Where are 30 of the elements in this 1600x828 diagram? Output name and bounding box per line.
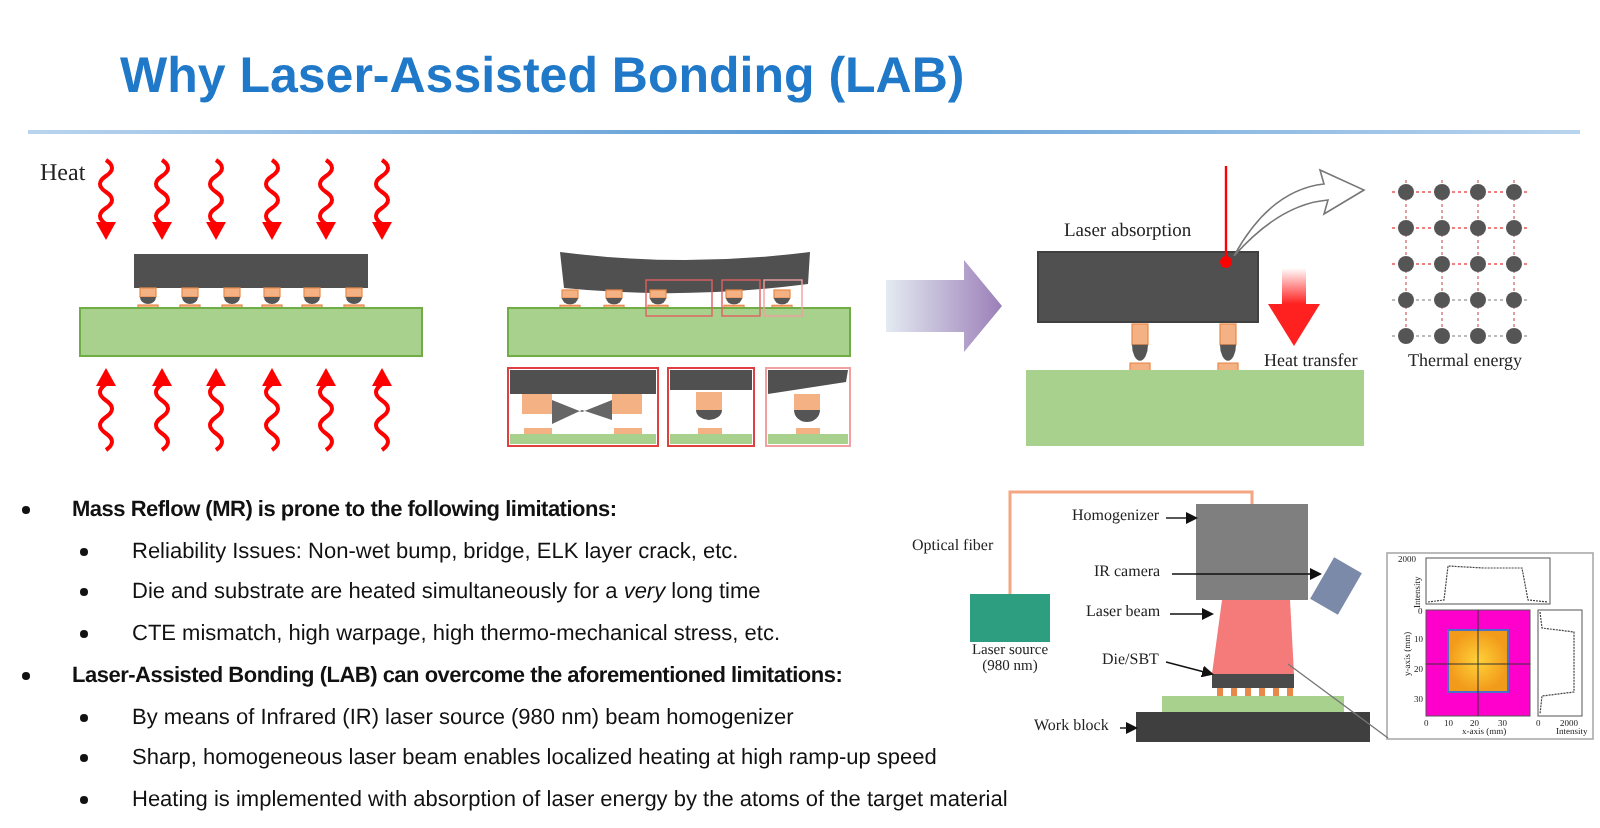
leader-arrow <box>1165 512 1198 524</box>
bullet-heading: Laser-Assisted Bonding (LAB) can overcome the aforementioned limitations: <box>72 661 843 690</box>
bullet-text: Heating is implemented with absorption of laser energy by the atoms of the target material <box>132 785 1008 814</box>
bullet-text: Reliability Issues: Non-wet bump, bridge, ELK layer crack, etc. <box>132 537 739 566</box>
leader-label: Laser beam <box>1086 604 1161 622</box>
annotation-label: Thermal energy <box>1408 352 1523 372</box>
bullet-text: Sharp, homogeneous laser beam enables localized heating at high ramp-up speed <box>132 744 937 773</box>
leader-label: Homogenizer <box>1072 508 1160 526</box>
leader-label: Work block <box>1034 718 1109 736</box>
annotation-label: Heat transfer <box>1264 352 1358 372</box>
leader-arrow <box>1171 568 1322 580</box>
bullet-text: Die and substrate are heated simultaneously for a very long time <box>132 578 761 607</box>
leader-arrow <box>1165 661 1214 678</box>
slide-title: Why Laser-Assisted Bonding (LAB) <box>120 48 965 106</box>
bullet-text: CTE mismatch, high warpage, high thermo-mechanical stress, etc. <box>132 620 781 649</box>
leader-arrow <box>1169 608 1214 620</box>
leader-arrow <box>1119 722 1138 734</box>
die-box <box>1212 674 1294 688</box>
leader-label: IR camera <box>1094 564 1161 582</box>
leader-label: Die/SBT <box>1102 652 1159 670</box>
edge-label: Optical fiber <box>912 536 994 554</box>
annotation-label: Laser absorption <box>1064 222 1192 243</box>
homogenizer-box <box>1196 504 1308 600</box>
annotation-label: Heat <box>40 160 86 187</box>
work-block-box <box>1136 712 1370 742</box>
intensity-plot-drawing <box>1386 552 1594 740</box>
laser-beam-drawing <box>1212 600 1294 674</box>
bullet-text: By means of Infrared (IR) laser source (980 nm) beam homogenizer <box>132 703 794 731</box>
connector-line <box>1008 490 1254 594</box>
bullet-heading: Mass Reflow (MR) is prone to the following limitations: <box>72 496 617 524</box>
